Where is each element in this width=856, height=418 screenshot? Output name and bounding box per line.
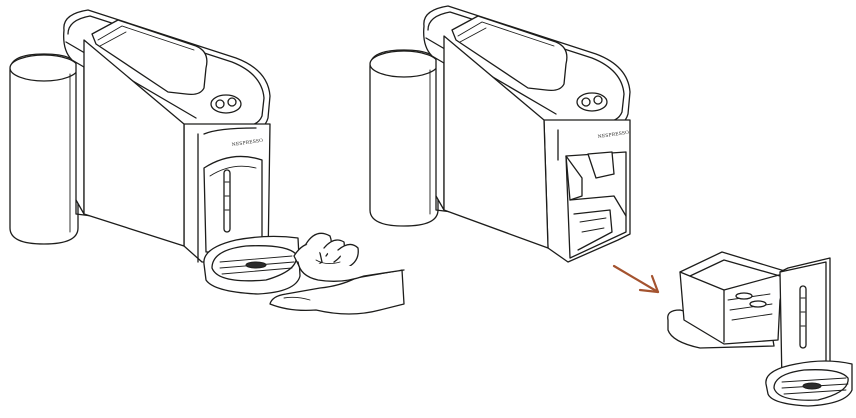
step-press-drip-tray: NESPRESSO [10, 10, 404, 314]
drip-tray-icon [668, 252, 852, 406]
coffee-machine-icon: NESPRESSO [64, 10, 270, 262]
direction-arrow-icon [614, 266, 658, 292]
water-tank-icon [10, 54, 78, 244]
water-tank-icon [370, 50, 438, 226]
coffee-machine-icon: NESPRESSO [424, 6, 630, 262]
step-remove-drip-tray: NESPRESSO [370, 6, 852, 406]
